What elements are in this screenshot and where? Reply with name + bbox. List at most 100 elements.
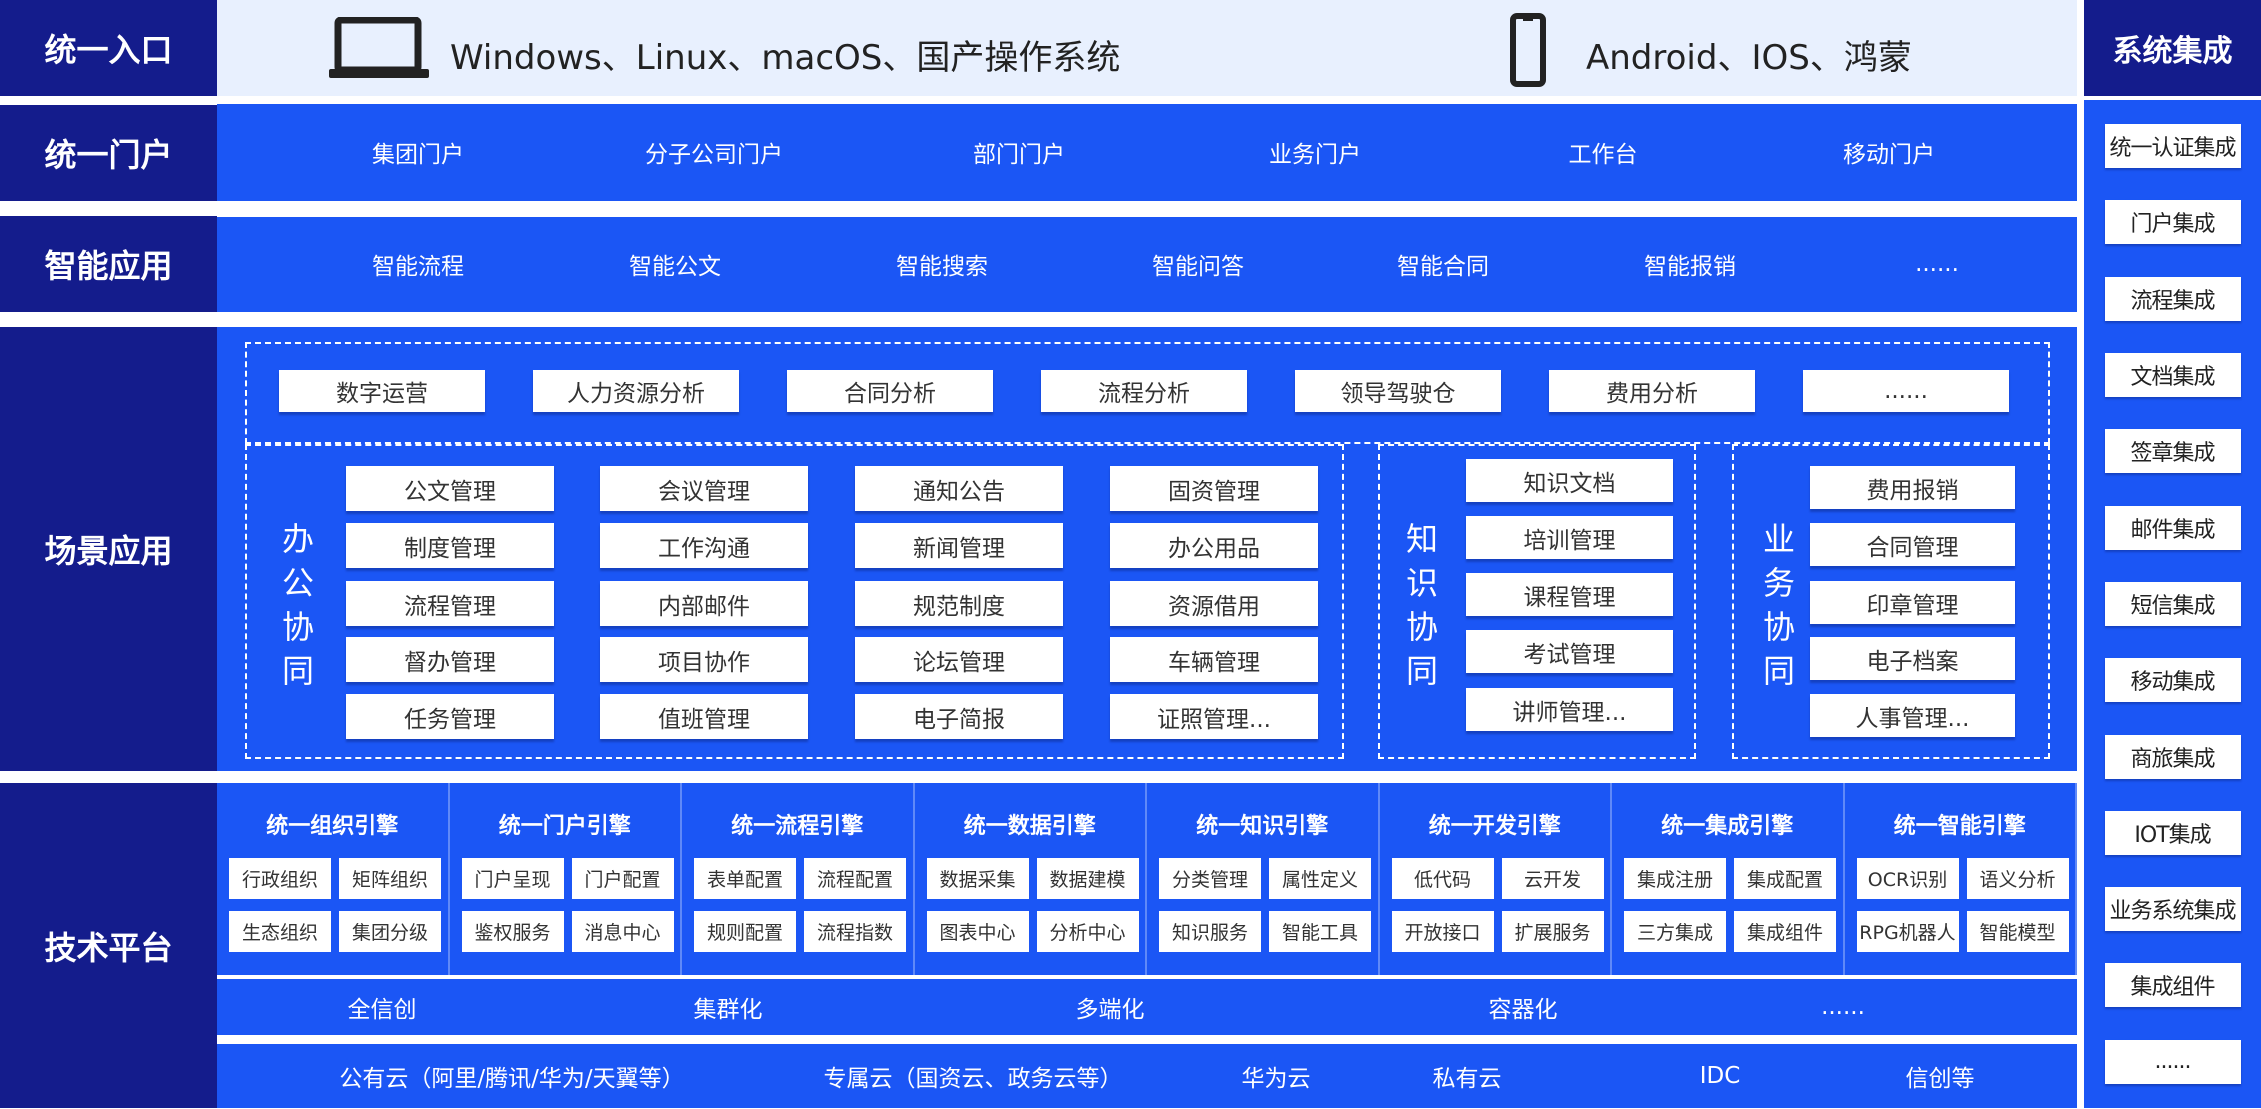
business-item[interactable]: 电子档案: [1810, 637, 2015, 680]
engine-item[interactable]: 表单配置: [694, 858, 796, 899]
integration-item[interactable]: 签章集成: [2104, 429, 2241, 474]
cloud-item: 华为云: [1241, 1066, 1311, 1092]
office-item[interactable]: 任务管理: [346, 694, 554, 739]
portal-item[interactable]: 工作台: [1568, 142, 1638, 168]
engine-item[interactable]: 图表中心: [926, 911, 1029, 952]
integration-item[interactable]: 短信集成: [2104, 581, 2241, 626]
office-item[interactable]: 工作沟通: [600, 523, 808, 568]
office-item[interactable]: 内部邮件: [600, 581, 808, 626]
portal-item[interactable]: 移动门户: [1843, 142, 1935, 168]
office-item[interactable]: 通知公告: [855, 466, 1063, 511]
engine-item[interactable]: 数据采集: [926, 858, 1029, 899]
business-item[interactable]: 印章管理: [1810, 581, 2015, 624]
integration-item[interactable]: 邮件集成: [2104, 505, 2241, 550]
engine-item[interactable]: 流程指数: [804, 911, 906, 952]
analytics-item[interactable]: 领导驾驶仓: [1295, 370, 1501, 412]
office-item[interactable]: 会议管理: [600, 466, 808, 511]
business-item[interactable]: 费用报销: [1810, 466, 2015, 509]
smart-app-item[interactable]: 智能合同: [1397, 254, 1489, 280]
engine-item[interactable]: 开放接口: [1391, 911, 1494, 952]
engine-item[interactable]: 门户配置: [571, 858, 674, 899]
engine-item[interactable]: 消息中心: [571, 911, 674, 952]
engine-item[interactable]: 行政组织: [229, 858, 331, 899]
business-item[interactable]: 合同管理: [1810, 523, 2015, 566]
engine-item[interactable]: 集成注册: [1624, 858, 1726, 899]
integration-item[interactable]: 门户集成: [2104, 200, 2241, 245]
engine-item[interactable]: 云开发: [1501, 858, 1604, 899]
portal-item[interactable]: 分子公司门户: [645, 142, 783, 168]
office-item[interactable]: 新闻管理: [855, 523, 1063, 568]
engine-item[interactable]: 矩阵组织: [339, 858, 441, 899]
portal-item[interactable]: 部门门户: [973, 142, 1065, 168]
knowledge-item[interactable]: 课程管理: [1466, 573, 1673, 616]
office-item[interactable]: 规范制度: [855, 581, 1063, 626]
engine-item[interactable]: 流程配置: [804, 858, 906, 899]
knowledge-item[interactable]: 知识文档: [1466, 459, 1673, 502]
integration-item[interactable]: 商旅集成: [2104, 734, 2241, 779]
office-item[interactable]: 流程管理: [346, 581, 554, 626]
engine-item[interactable]: OCR识别: [1856, 858, 1959, 899]
office-item[interactable]: 证照管理...: [1110, 694, 1318, 739]
engine-item[interactable]: 鉴权服务: [461, 911, 564, 952]
office-item[interactable]: 制度管理: [346, 523, 554, 568]
office-item[interactable]: 项目协作: [600, 637, 808, 682]
engine-item[interactable]: 低代码: [1391, 858, 1494, 899]
portal-item[interactable]: 业务门户: [1269, 142, 1361, 168]
engine-item[interactable]: 知识服务: [1159, 911, 1261, 952]
office-item[interactable]: 值班管理: [600, 694, 808, 739]
engine-item[interactable]: 集团分级: [339, 911, 441, 952]
engine-item[interactable]: 分类管理: [1159, 858, 1261, 899]
integration-item[interactable]: 集成组件: [2104, 963, 2241, 1008]
smart-app-item[interactable]: 智能公文: [629, 254, 721, 280]
engine-item[interactable]: RPG机器人: [1856, 911, 1959, 952]
engine-item[interactable]: 属性定义: [1269, 858, 1371, 899]
office-item[interactable]: 电子简报: [855, 694, 1063, 739]
smart-app-item[interactable]: ......: [1915, 251, 1959, 277]
smart-app-item[interactable]: 智能报销: [1644, 254, 1736, 280]
knowledge-item[interactable]: 考试管理: [1466, 630, 1673, 673]
engine-title: 统一组织引擎: [266, 814, 399, 839]
knowledge-item[interactable]: 讲师管理...: [1466, 688, 1673, 731]
engine-item[interactable]: 智能工具: [1269, 911, 1371, 952]
office-item[interactable]: 办公用品: [1110, 523, 1318, 568]
analytics-item[interactable]: 费用分析: [1549, 370, 1755, 412]
analytics-item[interactable]: ......: [1803, 370, 2009, 412]
integration-panel: 统一认证集成门户集成流程集成文档集成签章集成邮件集成短信集成移动集成商旅集成 IO…: [2084, 100, 2261, 1108]
integration-item[interactable]: ......: [2104, 1039, 2241, 1084]
office-item[interactable]: 固资管理: [1110, 466, 1318, 511]
integration-item[interactable]: 统一认证集成: [2104, 124, 2241, 169]
integration-item[interactable]: 业务系统集成: [2104, 887, 2241, 932]
engine-item[interactable]: 智能模型: [1966, 911, 2069, 952]
knowledge-item[interactable]: 培训管理: [1466, 516, 1673, 559]
analytics-item[interactable]: 数字运营: [279, 370, 485, 412]
office-item[interactable]: 资源借用: [1110, 581, 1318, 626]
analytics-item[interactable]: 人力资源分析: [533, 370, 739, 412]
integration-item[interactable]: 流程集成: [2104, 276, 2241, 321]
engine-item[interactable]: 三方集成: [1624, 911, 1726, 952]
integration-item[interactable]: 移动集成: [2104, 658, 2241, 703]
laptop-icon: [329, 17, 429, 78]
engine-item[interactable]: 分析中心: [1036, 911, 1139, 952]
office-item[interactable]: 论坛管理: [855, 637, 1063, 682]
smart-app-item[interactable]: 智能搜索: [896, 254, 988, 280]
engine-item[interactable]: 规则配置: [694, 911, 796, 952]
engine-item[interactable]: 集成配置: [1734, 858, 1836, 899]
portal-item[interactable]: 集团门户: [372, 142, 464, 168]
engine-item[interactable]: 扩展服务: [1501, 911, 1604, 952]
smart-app-item[interactable]: 智能问答: [1152, 254, 1244, 280]
engine-item[interactable]: 集成组件: [1734, 911, 1836, 952]
smart-app-item[interactable]: 智能流程: [372, 254, 464, 280]
engines-band: 统一组织引擎行政组织矩阵组织生态组织集团分级统一门户引擎门户呈现门户配置鉴权服务…: [217, 783, 2077, 975]
analytics-item[interactable]: 流程分析: [1041, 370, 1247, 412]
office-item[interactable]: 督办管理: [346, 637, 554, 682]
engine-item[interactable]: 生态组织: [229, 911, 331, 952]
business-item[interactable]: 人事管理...: [1810, 694, 2015, 737]
integration-item[interactable]: IOT集成: [2104, 810, 2241, 855]
integration-item[interactable]: 文档集成: [2104, 353, 2241, 398]
office-item[interactable]: 公文管理: [346, 466, 554, 511]
office-item[interactable]: 车辆管理: [1110, 637, 1318, 682]
engine-item[interactable]: 数据建模: [1036, 858, 1139, 899]
engine-item[interactable]: 门户呈现: [461, 858, 564, 899]
analytics-item[interactable]: 合同分析: [787, 370, 993, 412]
engine-item[interactable]: 语义分析: [1966, 858, 2069, 899]
